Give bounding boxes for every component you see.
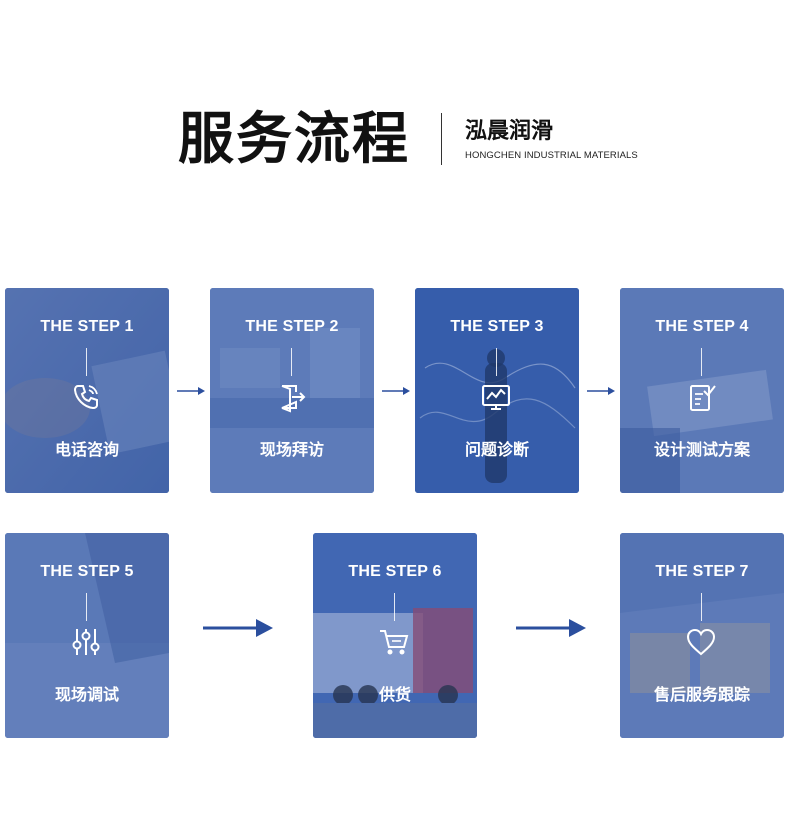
brand-name-en: HONGCHEN INDUSTRIAL MATERIALS xyxy=(465,150,638,161)
header: 服务流程 泓晨润滑 HONGCHEN INDUSTRIAL MATERIALS xyxy=(0,0,790,200)
step-connector-line xyxy=(86,593,87,621)
page-title: 服务流程 xyxy=(178,107,410,172)
arrow-right-icon xyxy=(516,619,586,637)
door-enter-icon xyxy=(281,385,306,413)
step-card-7[interactable]: THE STEP 7 售后服务跟踪 xyxy=(620,533,784,738)
step-4-background xyxy=(620,288,784,493)
arrow-right-icon xyxy=(587,387,615,395)
step-card-4[interactable]: THE STEP 4 设计测试方案 xyxy=(620,288,784,493)
step-card-6[interactable]: THE STEP 6 供货 xyxy=(313,533,477,738)
clipboard-check-icon xyxy=(690,385,716,411)
arrow-right-icon xyxy=(203,619,273,637)
arrow-right-icon xyxy=(382,387,410,395)
arrow-right-icon xyxy=(177,387,205,395)
step-title: 售后服务跟踪 xyxy=(653,685,750,704)
step-number: THE STEP 7 xyxy=(655,563,749,580)
step-card-1[interactable]: THE STEP 1 电话咨询 xyxy=(5,288,169,493)
step-1-background xyxy=(5,288,169,493)
step-connector-line xyxy=(701,348,702,376)
phone-icon xyxy=(73,385,98,410)
heart-icon xyxy=(686,628,716,656)
cart-icon xyxy=(380,630,409,655)
step-connector-line xyxy=(496,348,497,376)
title-divider xyxy=(441,113,442,165)
step-card-5[interactable]: THE STEP 5 现场调试 xyxy=(5,533,169,738)
step-number: THE STEP 6 xyxy=(348,563,442,580)
step-connector-line xyxy=(86,348,87,376)
step-title: 现场拜访 xyxy=(259,440,324,459)
step-number: THE STEP 1 xyxy=(40,318,134,335)
step-card-2[interactable]: THE STEP 2 现场拜访 xyxy=(210,288,374,493)
step-number: THE STEP 2 xyxy=(245,318,339,335)
step-3-overlay xyxy=(415,288,579,493)
step-title: 现场调试 xyxy=(54,685,119,704)
brand-name-cn: 泓晨润滑 xyxy=(465,119,554,144)
step-4-overlay xyxy=(620,288,784,493)
step-title: 问题诊断 xyxy=(464,440,529,459)
step-7-overlay xyxy=(620,533,784,738)
chart-monitor-icon xyxy=(482,385,510,410)
step-connector-line xyxy=(291,348,292,376)
step-number: THE STEP 5 xyxy=(40,563,134,580)
sliders-icon xyxy=(72,629,100,655)
step-number: THE STEP 3 xyxy=(450,318,544,335)
step-card-3[interactable]: THE STEP 3 问题诊断 xyxy=(415,288,579,493)
step-2-overlay xyxy=(210,288,374,493)
step-7-background xyxy=(620,533,784,738)
step-3-background xyxy=(415,288,579,493)
step-connector-line xyxy=(701,593,702,621)
step-title: 供货 xyxy=(378,685,411,704)
step-title: 电话咨询 xyxy=(54,440,119,459)
step-number: THE STEP 4 xyxy=(655,318,749,335)
step-1-overlay xyxy=(5,288,169,493)
step-connector-line xyxy=(394,593,395,621)
step-title: 设计测试方案 xyxy=(653,440,750,459)
